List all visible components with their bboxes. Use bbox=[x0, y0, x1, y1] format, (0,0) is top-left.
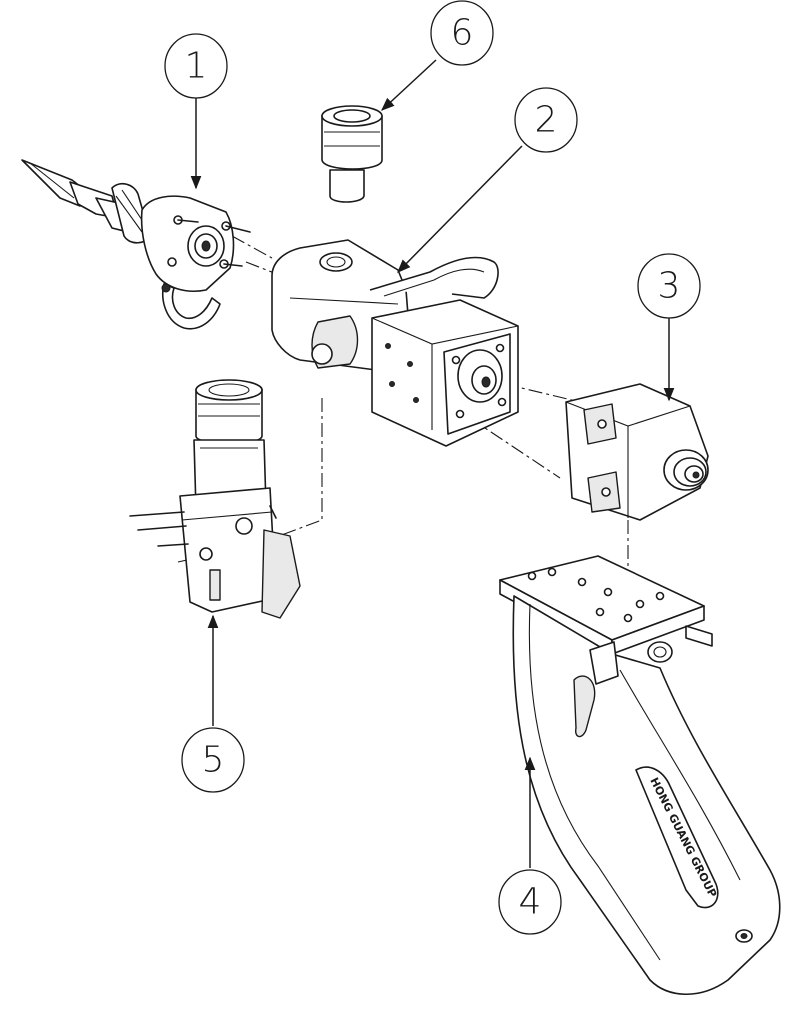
part-6-swivel-fitting bbox=[321, 105, 383, 203]
callout-5-label: 5 bbox=[202, 740, 225, 781]
part-3-valve-block bbox=[565, 383, 709, 521]
part-2-gun-body bbox=[271, 239, 519, 447]
part-5-connector bbox=[129, 379, 301, 619]
part-1-nozzle-guard bbox=[21, 159, 251, 330]
callout-4-label: 4 bbox=[519, 882, 542, 923]
callout-3-label: 3 bbox=[658, 266, 681, 307]
callout-5: 5 bbox=[181, 727, 245, 793]
callout-6-label: 6 bbox=[451, 13, 474, 54]
part-4-handle: HONG GUANG GROUP bbox=[499, 555, 781, 996]
callout-2-label: 2 bbox=[535, 100, 558, 141]
callout-1: 1 bbox=[164, 33, 228, 99]
callout-2: 2 bbox=[514, 87, 578, 153]
callout-4: 4 bbox=[498, 869, 562, 935]
callout-6: 6 bbox=[430, 0, 494, 66]
callout-3: 3 bbox=[637, 253, 701, 319]
callout-1-label: 1 bbox=[185, 46, 208, 87]
leader-arrows bbox=[190, 59, 675, 868]
